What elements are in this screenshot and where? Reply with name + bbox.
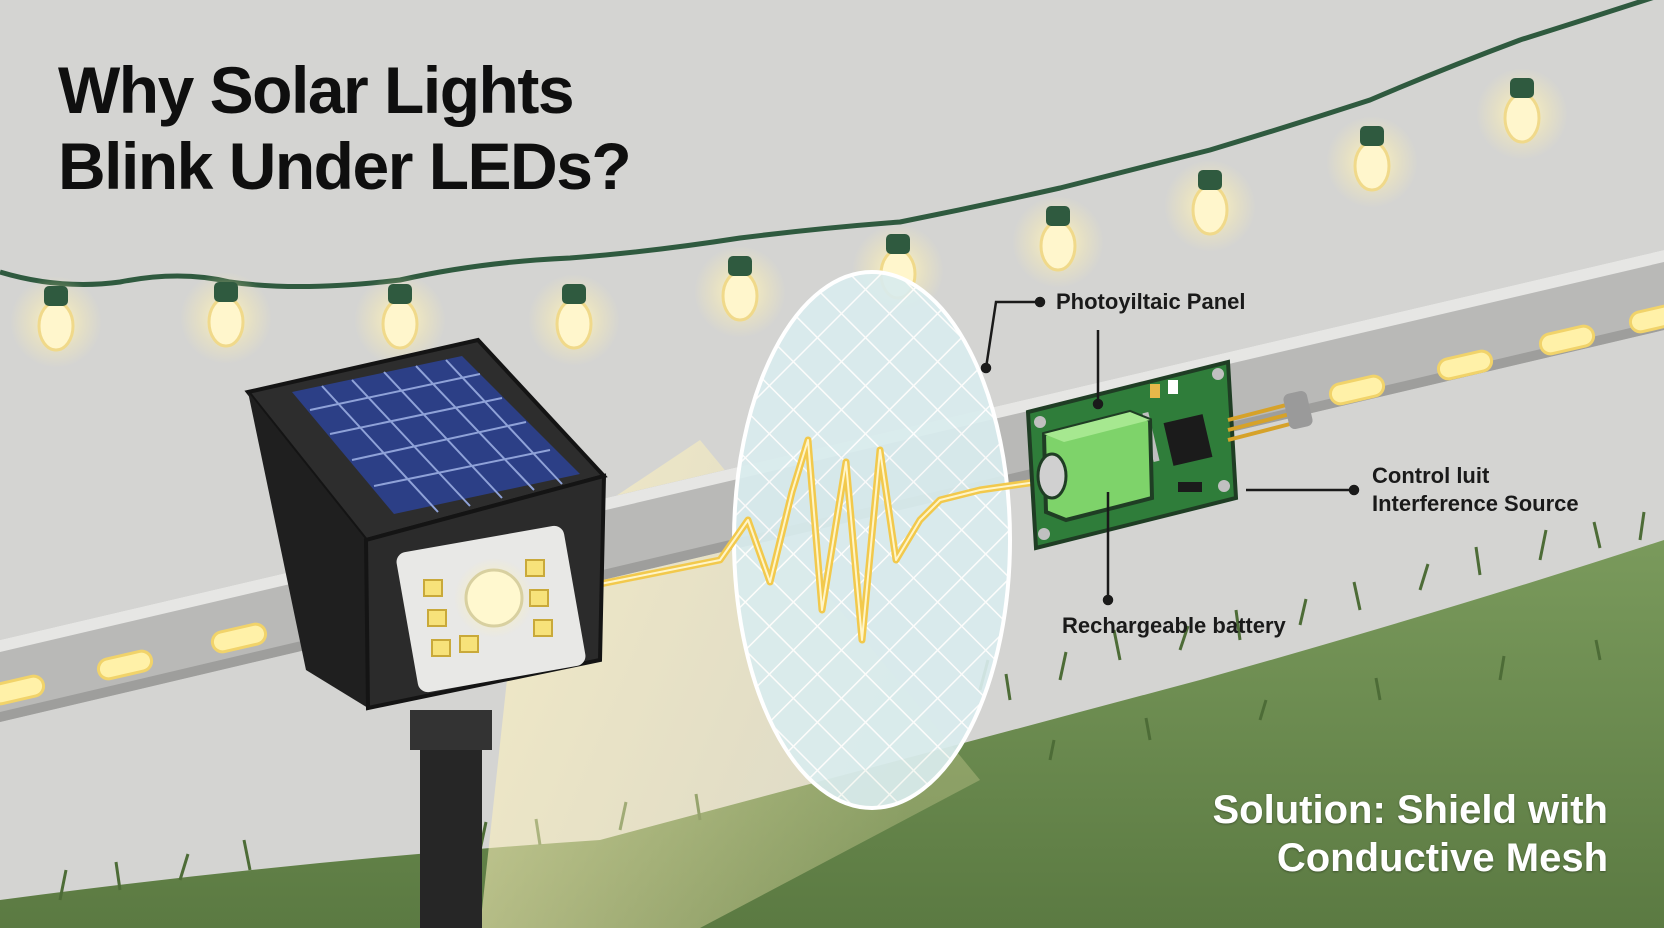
- solar-garden-light: [244, 337, 608, 928]
- string-light-bulb: [1326, 116, 1418, 208]
- label-photovoltaic-panel: Photoyiltaic Panel: [1056, 288, 1246, 316]
- solution-line-2: Conductive Mesh: [1276, 836, 1608, 880]
- rechargeable-battery: [1036, 409, 1155, 523]
- label-control-circuit-line-2: Interference Source: [1372, 491, 1579, 516]
- string-light-bulb: [180, 272, 272, 364]
- label-rechargeable-battery-text: Rechargeable battery: [1062, 613, 1286, 638]
- leader-lines: [980, 296, 1360, 606]
- title-line-2: Blink Under LEDs?: [58, 129, 632, 203]
- string-light-bulb: [1012, 196, 1104, 288]
- string-light-bulb: [528, 274, 620, 366]
- grass: [0, 511, 1664, 928]
- label-control-circuit: Control luit Interference Source: [1372, 462, 1579, 518]
- solution-line-1: Solution: Shield with: [1212, 788, 1608, 832]
- string-light-bulb: [1476, 68, 1568, 160]
- string-light-bulb: [694, 246, 786, 338]
- bulb-group: [10, 68, 1568, 368]
- label-rechargeable-battery: Rechargeable battery: [1062, 612, 1286, 640]
- string-light-bulb: [10, 276, 102, 368]
- label-control-circuit-line-1: Control luit: [1372, 463, 1490, 488]
- solution-text: Solution: Shield with Conductive Mesh: [1212, 786, 1608, 882]
- string-light-bulb: [354, 274, 446, 366]
- title-line-1: Why Solar Lights: [58, 53, 575, 127]
- page-title: Why Solar Lights Blink Under LEDs?: [58, 52, 632, 204]
- string-light-bulb: [1164, 160, 1256, 252]
- label-photovoltaic-panel-text: Photoyiltaic Panel: [1056, 289, 1246, 314]
